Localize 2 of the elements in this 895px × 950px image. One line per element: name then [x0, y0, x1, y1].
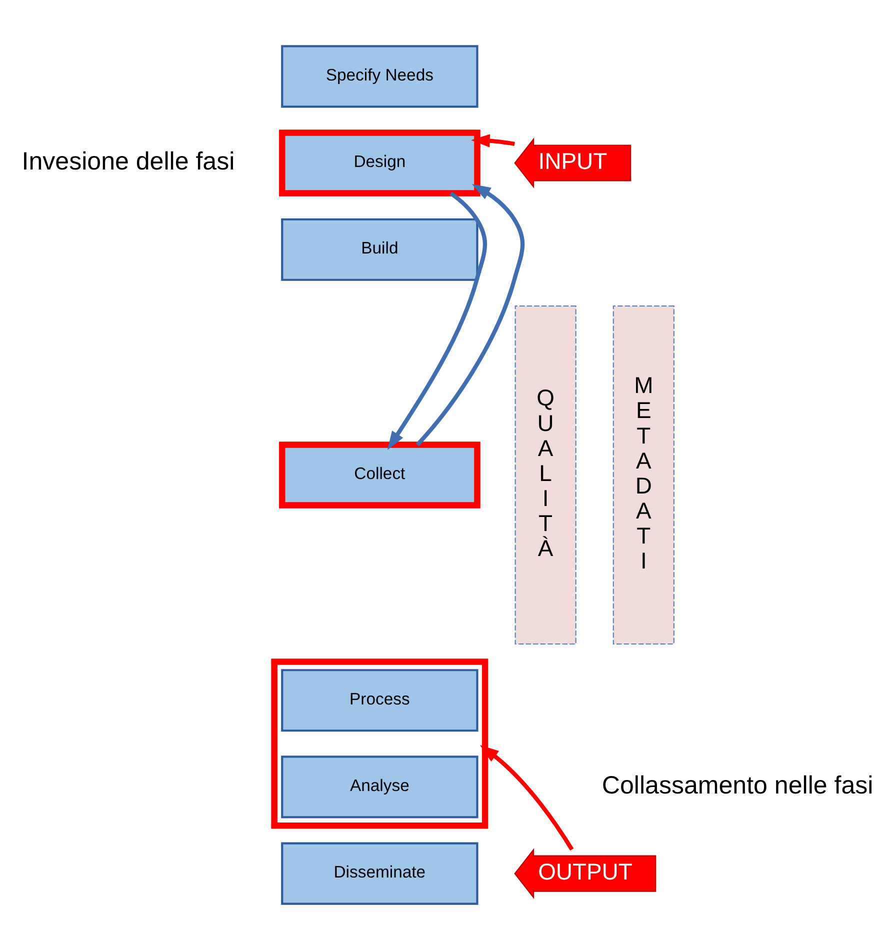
label: Collassamento nelle fasi: [602, 771, 874, 800]
label: Invesione delle fasi: [22, 148, 235, 176]
